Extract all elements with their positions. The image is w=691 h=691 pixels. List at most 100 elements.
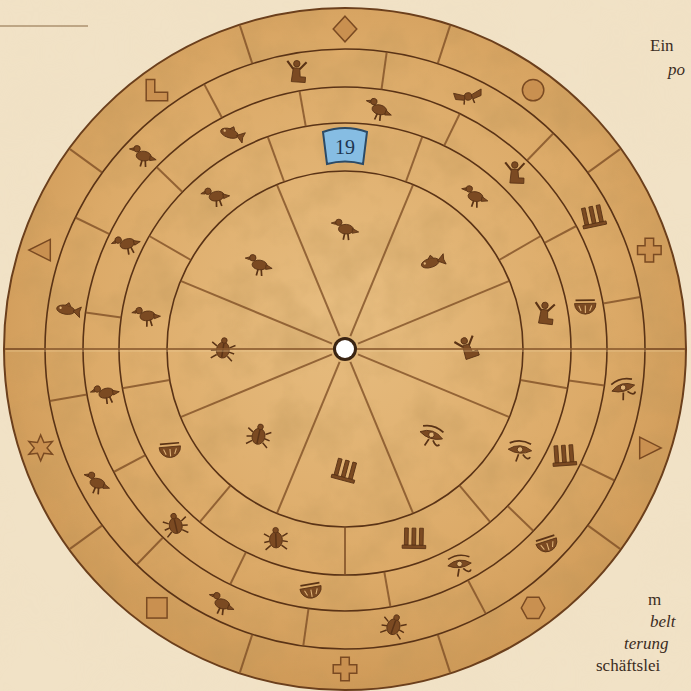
- shape-symbol: [638, 238, 662, 262]
- sector-line: [300, 91, 306, 126]
- sector-line: [240, 634, 252, 672]
- sector-line: [588, 149, 620, 173]
- sector-line: [181, 354, 333, 417]
- sector-line: [603, 297, 640, 304]
- shape-symbol: [333, 16, 357, 42]
- shape-symbol: [521, 597, 545, 618]
- sector-line: [149, 236, 191, 260]
- hieroglyph-symbol: [402, 528, 426, 549]
- center-hole: [336, 340, 354, 358]
- sector-line: [381, 52, 386, 90]
- sector-line: [350, 185, 413, 337]
- shape-symbol: [522, 79, 543, 100]
- disc-texture: [5, 9, 685, 689]
- sector-line: [438, 634, 450, 672]
- sector-line: [122, 380, 169, 388]
- sector-line: [200, 485, 231, 522]
- hieroglyph-symbol: [419, 252, 446, 271]
- sector-line: [230, 552, 246, 584]
- hieroglyph-symbol: [299, 582, 323, 599]
- hieroglyph-symbol: [131, 305, 161, 329]
- hieroglyph-symbol: [507, 440, 532, 462]
- sector-line: [137, 537, 163, 564]
- sector-line: [70, 149, 102, 173]
- sector-line: [268, 137, 284, 182]
- ring-lines: [5, 26, 685, 673]
- hieroglyph-symbol: [533, 301, 555, 325]
- hieroglyph-symbol: [161, 511, 189, 538]
- hieroglyph-symbol: [80, 470, 112, 496]
- sector-line: [384, 572, 390, 607]
- text-fragment: po: [668, 60, 685, 80]
- hieroglyph-symbol: [264, 527, 288, 550]
- hieroglyph-symbol: [574, 300, 596, 314]
- sector-line: [527, 133, 553, 160]
- hieroglyph-symbol: [454, 89, 484, 106]
- sector-line: [459, 485, 490, 522]
- hieroglyph-symbol: [454, 335, 479, 362]
- text-fragment: m: [648, 590, 661, 610]
- sector-line: [75, 217, 109, 234]
- hieroglyph-symbol: [89, 380, 121, 407]
- tab-shape: [323, 128, 367, 164]
- center-rim: [333, 337, 357, 361]
- sector-line: [350, 362, 413, 514]
- hieroglyph-symbol: [56, 301, 82, 318]
- sector-line: [444, 114, 460, 146]
- sector-line: [508, 506, 534, 531]
- text-fragment: Ein: [650, 36, 674, 56]
- shape-symbol: [146, 79, 167, 100]
- sector-line: [50, 394, 87, 401]
- sector-line: [588, 525, 620, 549]
- sector-line: [358, 354, 510, 417]
- sector-line: [344, 527, 346, 575]
- hieroglyph-symbol: [205, 591, 237, 618]
- sector-line: [204, 84, 222, 118]
- sector-line: [114, 455, 146, 472]
- hieroglyph-symbol: [610, 376, 638, 402]
- sector-line: [438, 26, 450, 64]
- hieroglyph-symbol: [244, 254, 274, 277]
- sector-line: [468, 580, 486, 614]
- hieroglyph-symbol: [552, 444, 577, 466]
- shape-symbol: [640, 437, 661, 458]
- sector-line: [303, 608, 308, 646]
- shape-symbol: [29, 239, 50, 260]
- sector-line: [569, 380, 605, 385]
- tab-number: 19: [335, 137, 355, 157]
- hieroglyph-symbol: [331, 458, 359, 484]
- hieroglyph-symbol: [505, 161, 525, 183]
- shape-symbol: [333, 657, 357, 681]
- sector-line: [277, 185, 340, 337]
- hieroglyph-symbol: [219, 123, 246, 143]
- rule-line: [0, 26, 88, 27]
- hieroglyph-symbol: [286, 60, 307, 83]
- sector-line: [70, 525, 102, 549]
- sector-line: [240, 26, 252, 64]
- sector-line: [181, 281, 333, 344]
- hieroglyph-symbol: [535, 535, 560, 555]
- shape-symbol: [147, 598, 167, 618]
- text-fragment: schäftslei: [596, 656, 660, 676]
- number-tab: 19: [322, 129, 368, 165]
- hieroglyph-symbol: [459, 184, 490, 209]
- sector-line: [406, 137, 422, 182]
- text-fragment: belt: [650, 612, 676, 632]
- hieroglyph-symbol: [416, 423, 445, 450]
- sector-line: [499, 236, 541, 260]
- hieroglyph-symbol: [579, 204, 606, 229]
- hieroglyph-symbol: [127, 145, 157, 169]
- sector-line: [520, 380, 567, 388]
- hieroglyph-symbol: [159, 443, 182, 459]
- hieroglyph-symbol: [200, 184, 231, 209]
- sector-line: [545, 226, 577, 243]
- hieroglyph-symbol: [110, 230, 143, 258]
- shape-symbol: [29, 435, 53, 461]
- text-fragment: terung: [624, 634, 668, 654]
- hieroglyph-symbol: [447, 554, 473, 578]
- hieroglyph-symbol: [379, 611, 408, 640]
- sector-line: [358, 281, 510, 344]
